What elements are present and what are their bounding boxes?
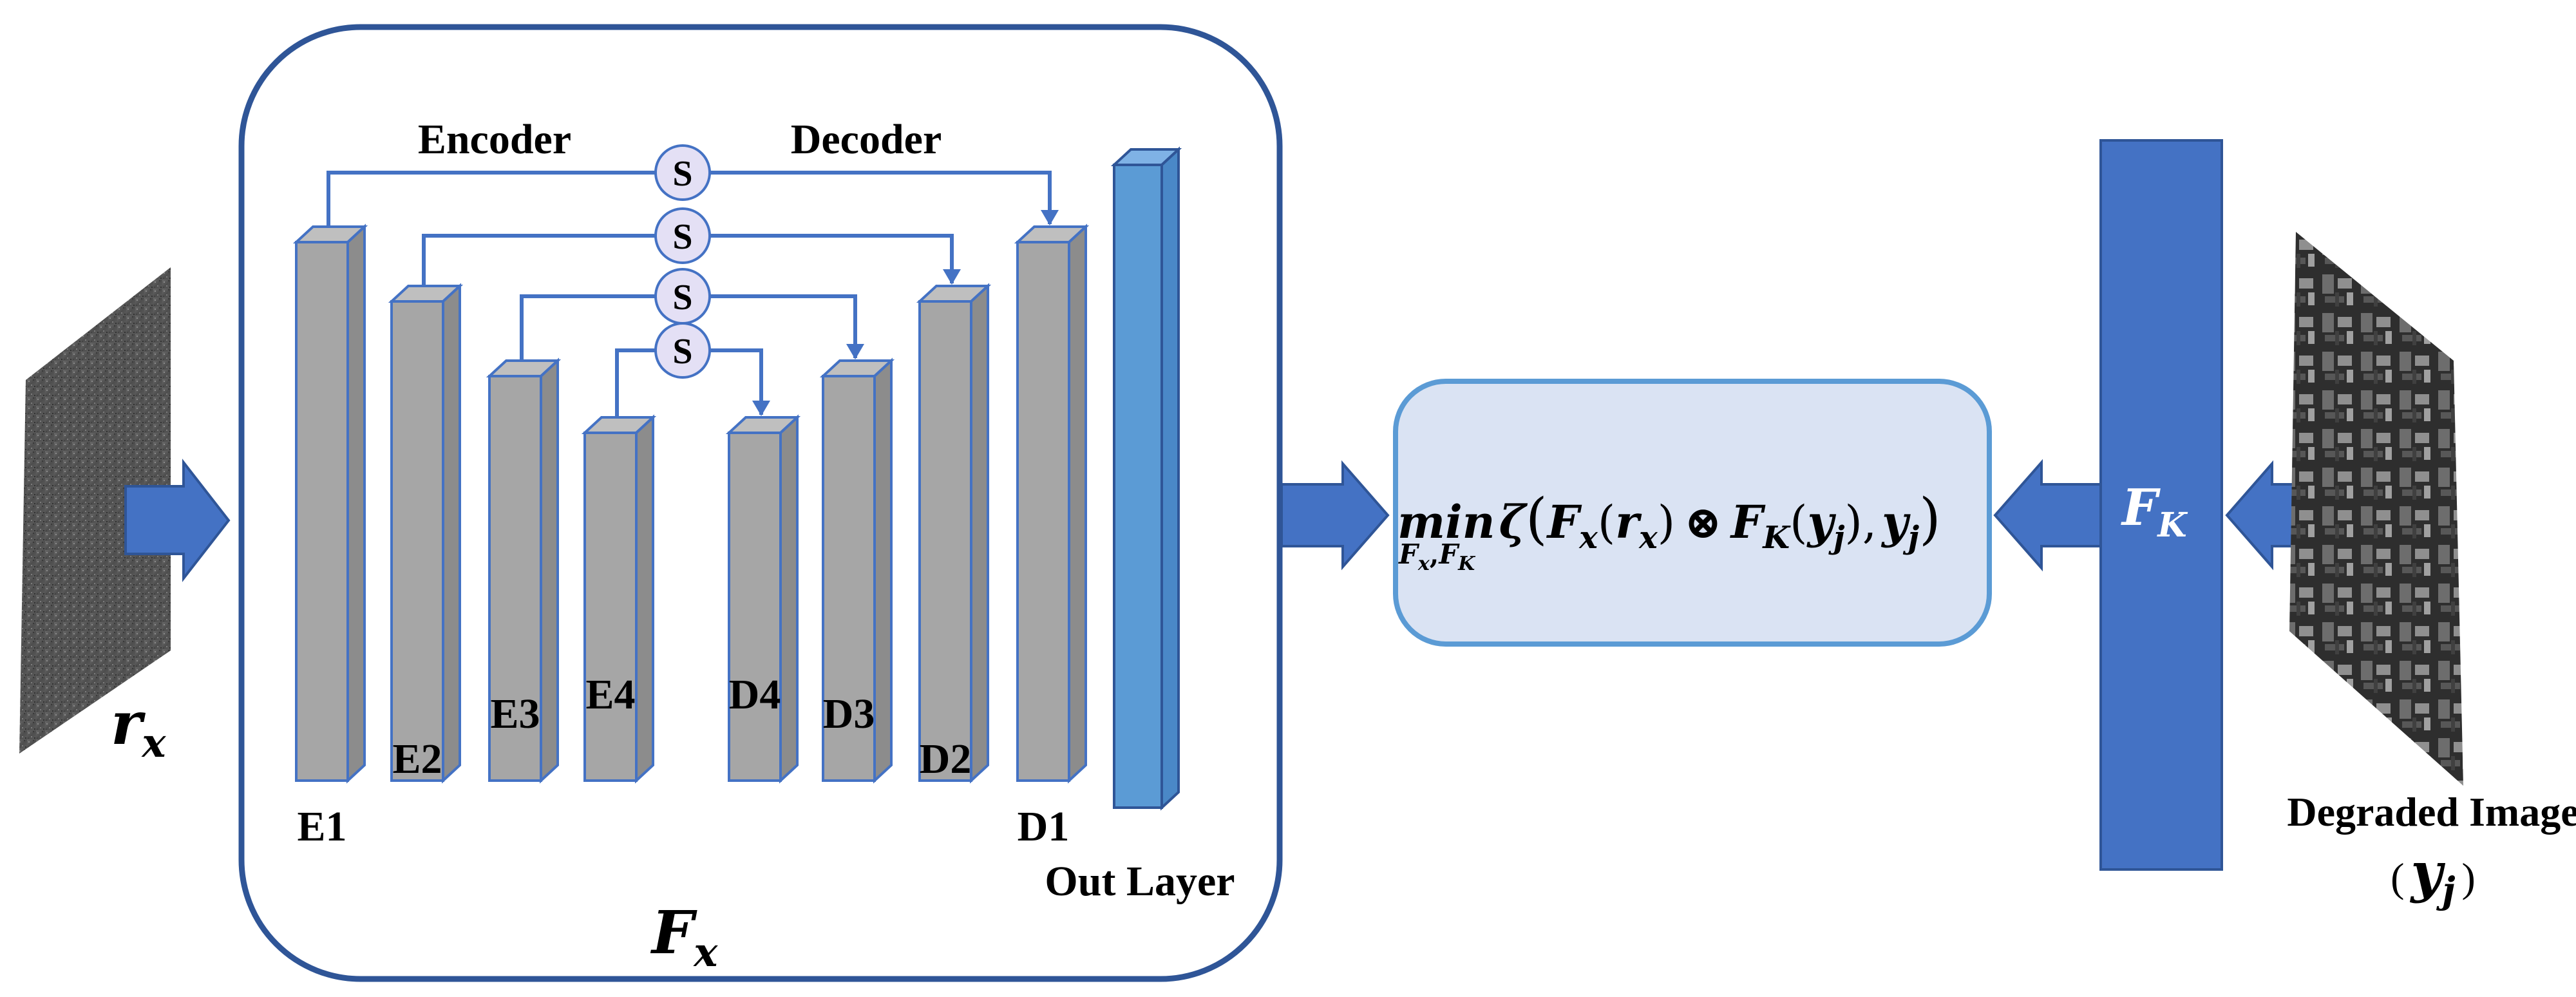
loss-min-subscript: Fx,FK — [1398, 538, 1476, 575]
skip-node: S — [654, 207, 711, 264]
encoder-label: Encoder — [418, 116, 571, 163]
svg-text:S: S — [672, 217, 692, 257]
arrowhead-icon — [846, 344, 864, 359]
arrowhead-icon — [943, 269, 961, 285]
kernel-label: FK — [2121, 479, 2188, 545]
out-layer-label: Out Layer — [1045, 858, 1235, 905]
degraded-image — [2289, 232, 2463, 786]
decoder-block-d4 — [725, 414, 801, 784]
decoder-label: Decoder — [791, 116, 942, 163]
network-label: Fx — [650, 898, 718, 976]
svg-text:S: S — [672, 332, 692, 372]
encoder-block-label: E3 — [490, 690, 540, 737]
skip-node: S — [654, 268, 711, 325]
loss-box — [1393, 379, 1992, 647]
arrowhead-icon — [1041, 210, 1059, 225]
encoder-block-label: E2 — [392, 736, 442, 783]
out-layer — [1110, 146, 1182, 811]
encoder-block-e2 — [388, 283, 464, 784]
encoder-block-label: E4 — [585, 671, 635, 718]
decoder-block-d1 — [1014, 223, 1090, 784]
left-arrow-icon — [1993, 459, 2107, 572]
svg-text:S: S — [672, 154, 692, 194]
skip-node: S — [654, 322, 711, 379]
decoder-block-label: D4 — [729, 671, 781, 718]
arrowhead-icon — [752, 401, 770, 416]
kernel-block — [2099, 139, 2223, 871]
input-image — [19, 267, 171, 754]
encoder-block-e4 — [581, 414, 657, 784]
input-label: rx — [111, 688, 166, 766]
right-arrow-icon — [1280, 460, 1390, 571]
encoder-block-e3 — [486, 357, 562, 784]
encoder-block-label: E1 — [297, 803, 346, 850]
right-arrow-icon — [124, 459, 231, 582]
decoder-block-d3 — [819, 357, 895, 784]
encoder-block-e1 — [292, 223, 368, 784]
decoder-block-d2 — [916, 283, 992, 784]
decoder-block-label: D2 — [920, 736, 972, 783]
skip-node: S — [654, 144, 711, 201]
decoder-block-label: D3 — [823, 690, 875, 737]
degraded-image-label: Degraded Image — [2287, 789, 2576, 835]
degraded-image-variable: (yj) — [2391, 840, 2476, 912]
svg-text:S: S — [672, 278, 692, 318]
decoder-block-label: D1 — [1018, 803, 1070, 850]
loss-formula: minζ(Fx(rx)⊗FK(yj),yj) — [1397, 487, 1941, 556]
